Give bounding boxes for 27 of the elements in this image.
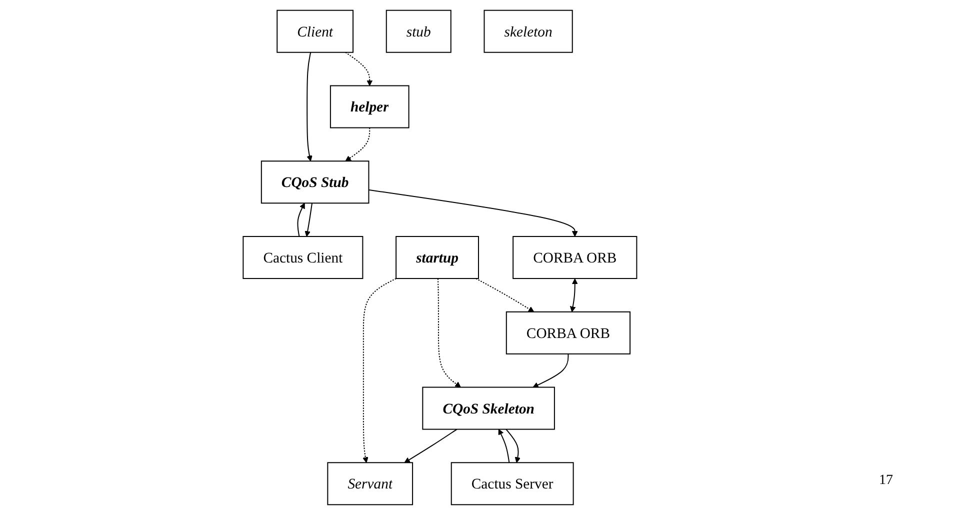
arrow <box>404 428 458 463</box>
node-box: CQoS Stub <box>260 160 370 204</box>
arrow <box>498 429 510 464</box>
node-box: CORBA ORB <box>512 236 638 280</box>
arrow <box>345 127 370 162</box>
page-number: 17 <box>879 473 893 489</box>
arrow <box>570 278 578 312</box>
arrow <box>438 278 461 388</box>
arrow <box>368 189 578 237</box>
node-box: stub <box>386 10 452 53</box>
arrow <box>345 52 373 86</box>
arrow <box>532 353 569 388</box>
node-box: Cactus Server <box>450 462 574 506</box>
node-box: startup <box>396 236 480 280</box>
arrow <box>506 428 521 463</box>
node-box: Cactus Client <box>242 236 364 280</box>
node-box: Servant <box>327 462 414 506</box>
arrow <box>304 202 313 237</box>
node-box: CQoS Skeleton <box>422 386 555 430</box>
node-box: skeleton <box>484 10 573 53</box>
node-box: Client <box>276 10 354 53</box>
arrow <box>297 202 305 237</box>
arrow <box>306 52 312 162</box>
node-box: CORBA ORB <box>506 311 631 354</box>
arrow <box>476 278 534 312</box>
arrow <box>362 278 397 463</box>
node-box: helper <box>330 85 410 128</box>
